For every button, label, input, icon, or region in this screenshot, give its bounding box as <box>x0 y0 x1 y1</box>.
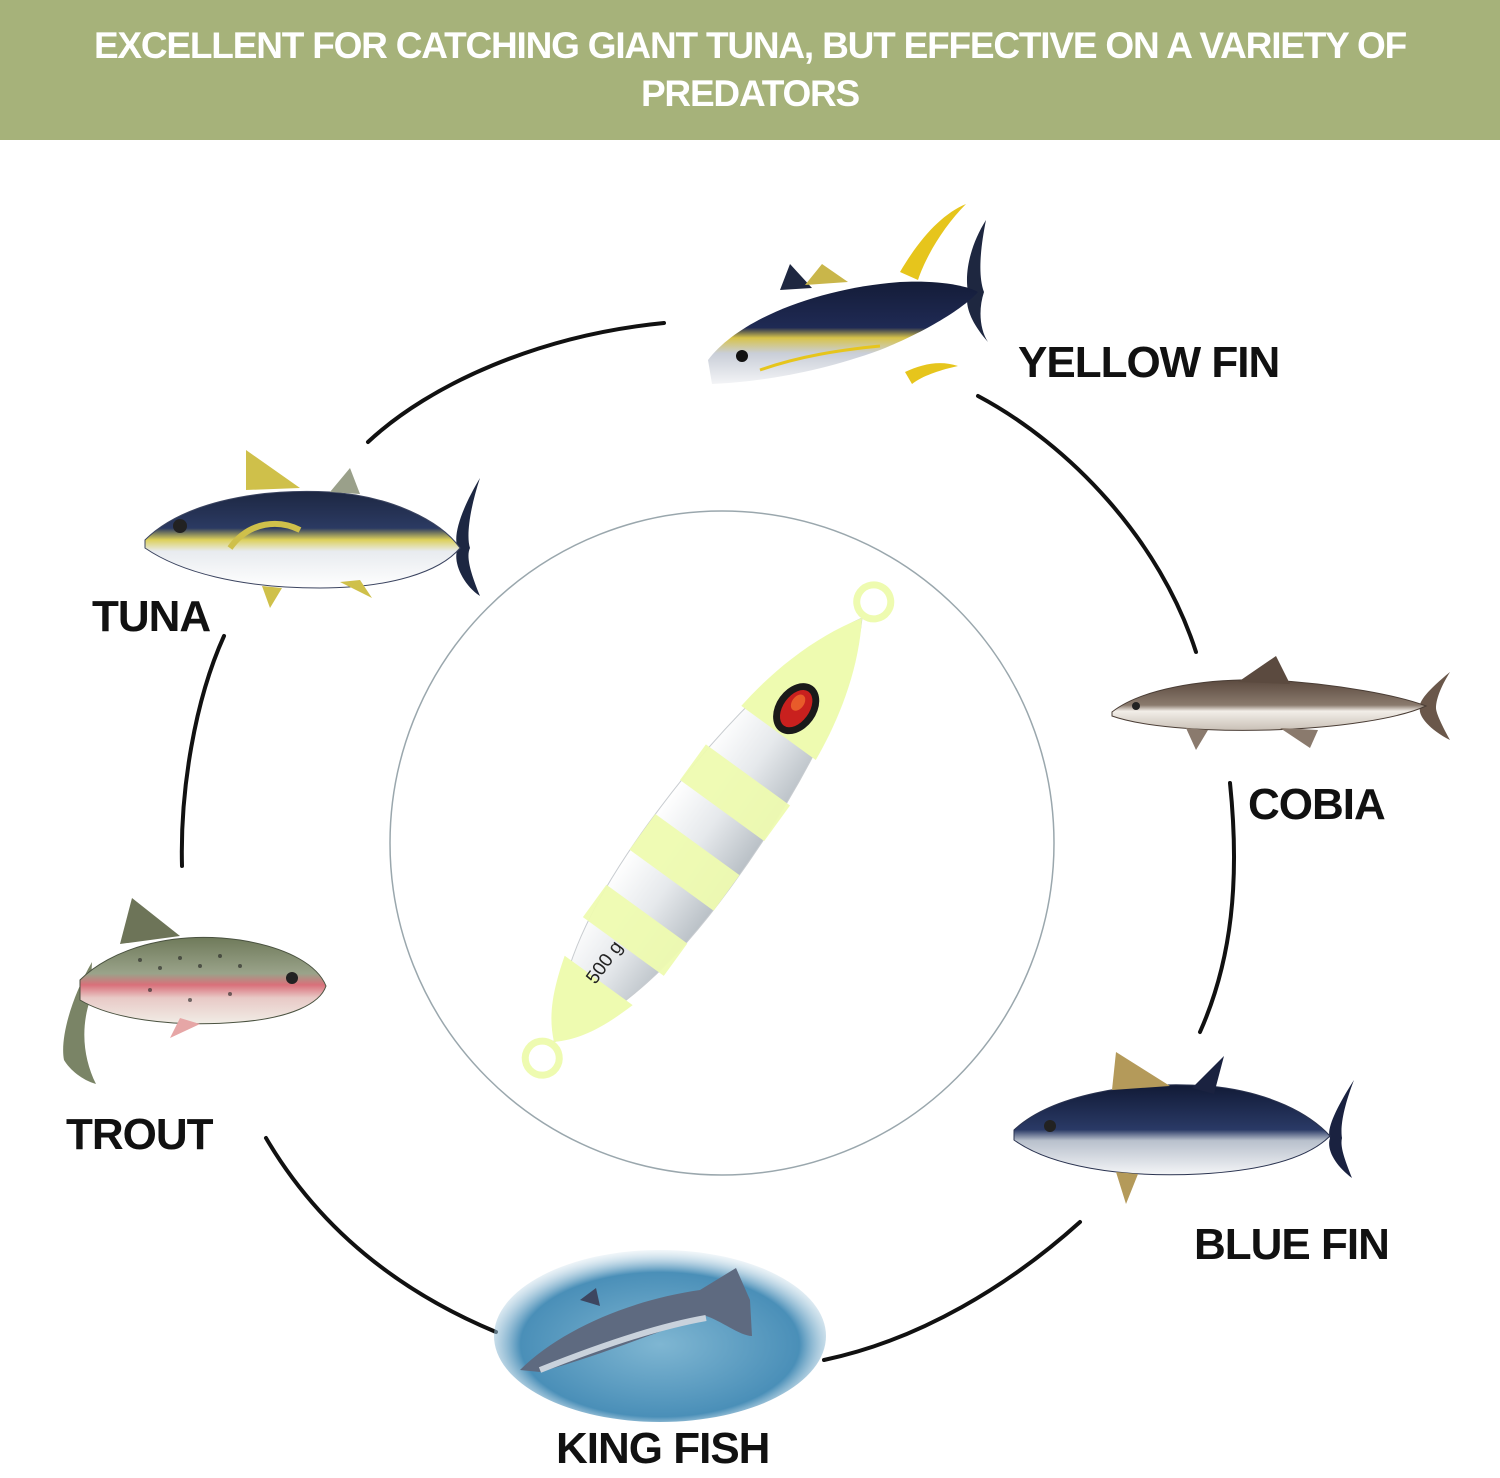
label-cobia: COBIA <box>1248 780 1386 829</box>
yellowfin-tuna-image <box>708 204 988 384</box>
label-trout: TROUT <box>66 1110 214 1159</box>
banner-title: EXCELLENT FOR CATCHING GIANT TUNA, BUT E… <box>93 25 1407 114</box>
label-tuna: TUNA <box>92 592 211 641</box>
arc-bluefin-kingfish <box>822 1220 1082 1362</box>
jig-lure-image: 500 g <box>521 581 895 1079</box>
center-ring <box>389 510 1055 1176</box>
label-king-fish: KING FISH <box>556 1424 770 1473</box>
arc-yellowfin-cobia <box>976 394 1198 654</box>
cycle-arcs <box>179 321 1236 1362</box>
label-yellow-fin: YELLOW FIN <box>1018 338 1280 387</box>
tuna-image <box>144 450 480 608</box>
cobia-image <box>1111 656 1450 750</box>
trout-image <box>63 898 327 1084</box>
kingfish-image <box>494 1250 826 1422</box>
header-banner: EXCELLENT FOR CATCHING GIANT TUNA, BUT E… <box>0 0 1500 140</box>
arc-cobia-bluefin <box>1198 781 1236 1034</box>
arc-trout-tuna <box>179 634 226 868</box>
arc-trout-kingfish <box>264 1136 498 1334</box>
arc-tuna-yellowfin <box>366 321 666 444</box>
bluefin-tuna-image <box>1013 1052 1354 1204</box>
label-blue-fin: BLUE FIN <box>1194 1220 1390 1269</box>
